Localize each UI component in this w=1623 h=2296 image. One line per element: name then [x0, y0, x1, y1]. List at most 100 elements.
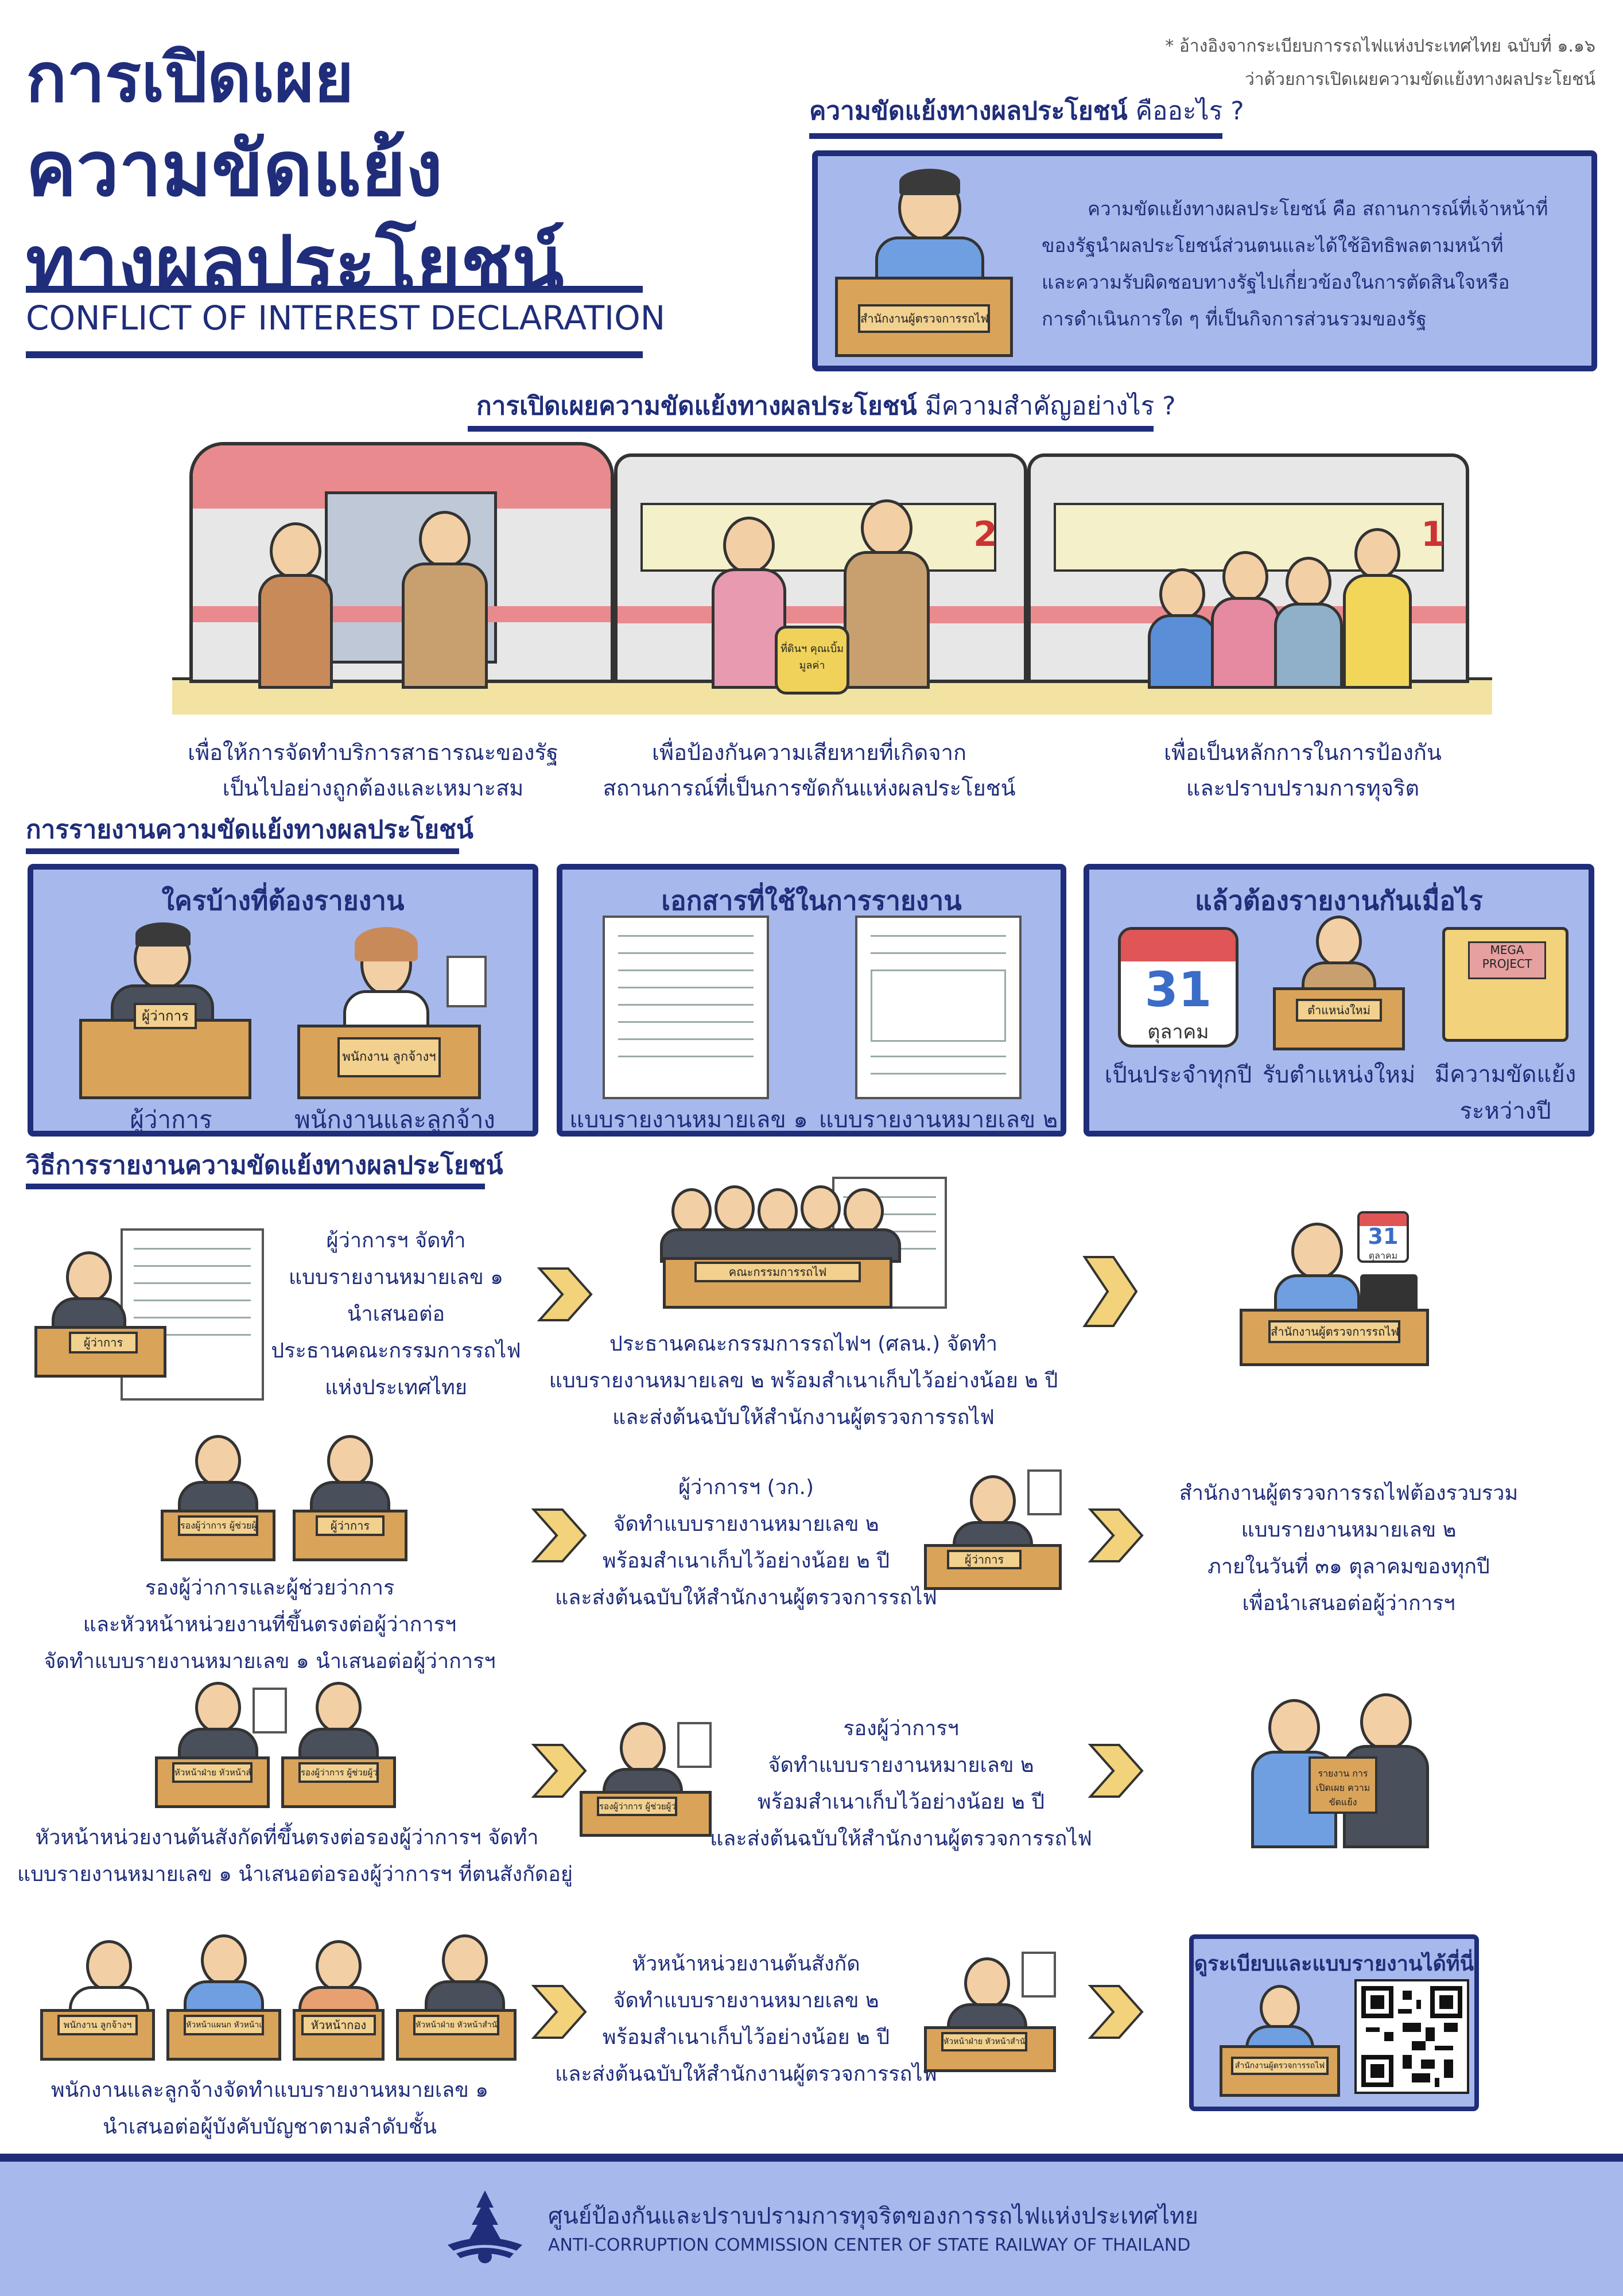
- person-officer-1-head: [419, 511, 471, 568]
- press-3-head: [1286, 557, 1331, 608]
- row2-deputies-illustration: รองผู้ว่าการ ผู้ช่วยผู้ว่าการ ผู้ว่าการ: [155, 1429, 407, 1567]
- form-2-thumbnail: [855, 916, 1022, 1099]
- row4-chain-illustration: พนักงาน ลูกจ้างฯ หัวหน้าแผนก หัวหน้าแผนก…: [40, 1929, 522, 2066]
- definition-heading-rest: คืออะไร ?: [1127, 96, 1244, 126]
- car-number-1: 1: [1421, 514, 1445, 554]
- row1-chevron-1: [534, 1263, 597, 1328]
- subtitle-en: CONFLICT OF INTEREST DECLARATION: [26, 298, 666, 338]
- form-1-thumbnail: [603, 916, 769, 1099]
- docs-panel: เอกสารที่ใช้ในการรายงาน แบบรายงานหมายเลข…: [557, 864, 1066, 1137]
- row2-mid-text: ผู้ว่าการฯ (วก.) จัดทำแบบรายงานหมายเลข ๒…: [545, 1469, 947, 1616]
- row1-left-line-5: แห่งประเทศไทย: [325, 1376, 467, 1399]
- row3-left-line-1: หัวหน้าหน่วยงานต้นสังกัดที่ขึ้นตรงต่อรอง…: [35, 1826, 539, 1849]
- who-label-governor: ผู้ว่าการ: [130, 1106, 212, 1134]
- row1-calendar-day: 31: [1368, 1224, 1399, 1249]
- importance-heading-bold: การเปิดเผยความขัดแย้งทางผลประโยชน์: [476, 391, 917, 421]
- row4-mid-line-4: และส่งต้นฉบับให้สำนักงานผู้ตรวจการรถไฟ: [555, 2062, 937, 2086]
- importance-caption-3-line-1: เพื่อเป็นหลักการในการป้องกัน: [1164, 740, 1442, 765]
- inspector-plate: สำนักงานผู้ตรวจการรถไฟ: [858, 304, 990, 333]
- methods-heading: วิธีการรายงานความขัดแย้งทางผลประโยชน์: [26, 1151, 503, 1180]
- press-2-head: [1222, 551, 1268, 603]
- row3-chevron-1: [528, 1739, 591, 1805]
- governor-plate: ผู้ว่าการ: [134, 1003, 197, 1029]
- inspector-hair: [899, 169, 960, 195]
- reporting-heading: การรายงานความขัดแย้งทางผลประโยชน์: [26, 815, 473, 844]
- mega-project-icon: MEGA PROJECT: [1442, 927, 1568, 1042]
- row2-right-line-1: สำนักงานผู้ตรวจการรถไฟต้องรวบรวม: [1179, 1481, 1519, 1505]
- importance-caption-2-line-1: เพื่อป้องกันความเสียหายที่เกิดจาก: [652, 740, 966, 765]
- person-officer-2-head: [861, 499, 913, 557]
- new-position-plate: ตำแหน่งใหม่: [1296, 999, 1382, 1022]
- person-civilian-2-head: [723, 517, 775, 574]
- importance-caption-1-line-2: เป็นไปอย่างถูกต้องและเหมาะสม: [222, 775, 524, 801]
- row1-mid-line-1: ประธานคณะกรรมการรถไฟฯ (ศลน.) จัดทำ: [609, 1332, 997, 1356]
- row3-chevron-2: [1085, 1739, 1148, 1805]
- employee-paper: [446, 956, 487, 1007]
- row1-board-illustration: คณะกรรมการรถไฟ: [660, 1177, 947, 1314]
- car-number-2: 2: [973, 514, 997, 554]
- footer: ศูนย์ป้องกันและปราบปรามการทุจริตของการรถ…: [0, 2162, 1623, 2296]
- row2-chevron-2: [1085, 1504, 1148, 1569]
- importance-heading-rest: มีความสำคัญอย่างไร ?: [917, 391, 1176, 421]
- title-rule-bottom: [26, 351, 643, 358]
- row4-plate-department-2: หัวหน้าฝ่าย หัวหน้าสำนักงาน: [941, 2032, 1027, 2051]
- row1-board-plate: คณะกรรมการรถไฟ: [694, 1262, 861, 1282]
- definition-line-1: ความขัดแย้งทางผลประโยชน์ คือ สถานการณ์ที…: [1088, 197, 1548, 220]
- row4-mid-text: หัวหน้าหน่วยงานต้นสังกัด จัดทำแบบรายงานห…: [545, 1946, 947, 2093]
- methods-rule: [26, 1184, 485, 1189]
- row3-heads-illustration: หัวหน้าฝ่าย หัวหน้าสำนักงาน รองผู้ว่าการ…: [149, 1676, 402, 1814]
- press-2-body: [1211, 597, 1280, 689]
- calendar-icon: 31 ตุลาคม: [1118, 927, 1238, 1048]
- docs-title: เอกสารที่ใช้ในการรายงาน: [661, 885, 962, 916]
- qr-title: ดูระเบียบและแบบรายงานได้ที่นี่: [1194, 1952, 1474, 1976]
- train-illustration: 2 1 ที่ดินฯ คุณเบิ้ม มูลค่า: [172, 442, 1492, 729]
- title-line-3: ทางผลประโยชน์: [26, 220, 564, 308]
- row4-chevron-2: [1085, 1980, 1148, 2046]
- qr-panel[interactable]: ดูระเบียบและแบบรายงานได้ที่นี่ สำนักงานผ…: [1189, 1934, 1479, 2111]
- row2-left-text: รองผู้ว่าการและผู้ช่วยว่าการ และหัวหน้าห…: [23, 1570, 517, 1680]
- importance-caption-2: เพื่อป้องกันความเสียหายที่เกิดจาก สถานกา…: [585, 735, 1033, 806]
- when-label-conflict-line-2: ระหว่างปี: [1459, 1098, 1551, 1124]
- row1-office-plate: สำนักงานผู้ตรวจการรถไฟ: [1268, 1320, 1400, 1343]
- row2-left-line-1: รองผู้ว่าการและผู้ช่วยว่าการ: [145, 1576, 395, 1600]
- row4-plate-department: หัวหน้าฝ่าย หัวหน้าสำนักงาน: [413, 2015, 499, 2035]
- row3-mid-line-1: รองผู้ว่าการฯ: [843, 1717, 959, 1740]
- when-label-conflict: มีความขัดแย้ง ระหว่างปี: [1422, 1056, 1589, 1130]
- qr-inspector-head: [1260, 1985, 1300, 2031]
- row1-left-line-1: ผู้ว่าการฯ จัดทำ: [326, 1229, 466, 1252]
- docs-label-form-1: แบบรายงานหมายเลข ๑: [569, 1107, 808, 1133]
- who-panel: ใครบ้างที่ต้องรายงาน ผู้ว่าการ พนักงาน ล…: [28, 864, 538, 1137]
- row3-plate-deputy-2: รองผู้ว่าการ ผู้ช่วยผู้ว่าการ: [597, 1797, 677, 1816]
- row4-mid-line-2: จัดทำแบบรายงานหมายเลข ๒: [613, 1989, 879, 2012]
- row1-mid-text: ประธานคณะกรรมการรถไฟฯ (ศลน.) จัดทำ แบบรา…: [539, 1326, 1067, 1436]
- calendar-month: ตุลาคม: [1147, 1021, 1209, 1044]
- row3-mid-line-4: และส่งต้นฉบับให้สำนักงานผู้ตรวจการรถไฟ: [710, 1827, 1092, 1851]
- row4-left-line-2: นำเสนอต่อผู้บังคับบัญชาตามลำดับชั้น: [103, 2115, 437, 2139]
- row4-chevron-1: [528, 1980, 591, 2046]
- definition-line-4: การดำเนินการใด ๆ ที่เป็นกิจการส่วนรวมของ…: [1042, 308, 1427, 330]
- importance-rule: [468, 426, 1154, 432]
- calendar-day: 31: [1144, 961, 1212, 1018]
- press-3-body: [1274, 603, 1343, 689]
- new-position-head: [1316, 916, 1362, 967]
- reporting-rule: [26, 848, 459, 854]
- reference-line-2: ว่าด้วยการเปิดเผยความขัดแย้งทางผลประโยชน…: [1244, 69, 1595, 90]
- row2-left-line-2: และหัวหน้าหน่วยงานที่ขึ้นตรงต่อผู้ว่าการ…: [83, 1613, 457, 1636]
- row4-plate-division: หัวหน้ากอง: [301, 2015, 376, 2035]
- row1-left-text: ผู้ว่าการฯ จัดทำ แบบรายงานหมายเลข ๑ นำเส…: [258, 1223, 534, 1406]
- row3-left-line-2: แบบรายงานหมายเลข ๑ นำเสนอต่อรองผู้ว่าการ…: [17, 1863, 573, 1886]
- row2-mid-line-1: ผู้ว่าการฯ (วก.): [678, 1476, 814, 1499]
- importance-caption-1-line-1: เพื่อให้การจัดทำบริการสาธารณะของรัฐ: [188, 740, 558, 765]
- row3-folder: รายงาน การเปิดเผย ความขัดแย้ง: [1309, 1756, 1377, 1814]
- who-label-employee: พนักงานและลูกจ้าง: [294, 1106, 495, 1134]
- mega-project-sign: MEGA PROJECT: [1468, 941, 1546, 979]
- qr-inspector-plate: สำนักงานผู้ตรวจการรถไฟ: [1231, 2057, 1329, 2075]
- definition-panel: สำนักงานผู้ตรวจการรถไฟ ความขัดแย้งทางผลป…: [812, 150, 1597, 371]
- row1-chevron-2: [1079, 1251, 1142, 1334]
- row3-mid-line-2: จัดทำแบบรายงานหมายเลข ๒: [768, 1754, 1034, 1777]
- qr-code[interactable]: [1354, 1979, 1469, 2094]
- row2-chevron-1: [528, 1504, 591, 1569]
- title-rule-top: [26, 286, 643, 293]
- srt-logo-icon: [442, 2185, 528, 2271]
- row4-mid-line-1: หัวหน้าหน่วยงานต้นสังกัด: [632, 1952, 860, 1976]
